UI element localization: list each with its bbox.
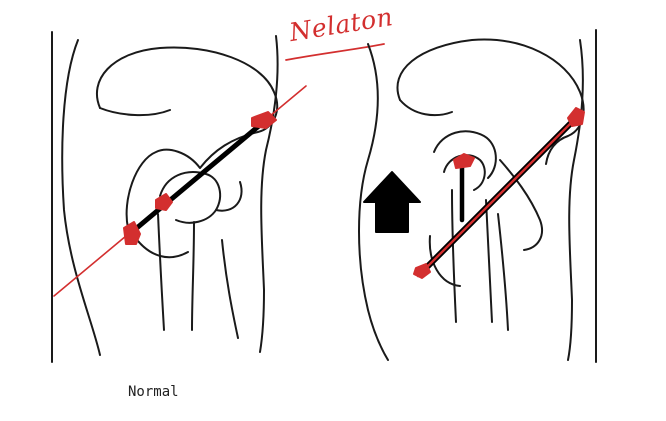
right-ilium-outline	[396, 38, 585, 165]
dislocated-hip-figure	[358, 29, 597, 363]
normal-caption: Normal	[128, 384, 179, 400]
right-ischium	[428, 235, 461, 287]
right-femoral-head	[443, 154, 486, 191]
left-inner-pelvis	[99, 107, 171, 117]
left-trochanter	[215, 181, 243, 212]
left-right-contour	[259, 35, 279, 353]
right-femur-lateral	[451, 189, 457, 323]
left-thigh-line	[221, 239, 239, 339]
right-ilium-inner	[499, 159, 543, 251]
right-trochanter-mark	[453, 153, 475, 169]
right-outer-contour	[358, 43, 389, 361]
left-ischial-tuberosity-mark	[123, 221, 141, 245]
left-nelaton-bold-segment	[129, 117, 269, 235]
left-femur-lateral	[157, 213, 165, 331]
left-ischium	[133, 235, 189, 259]
left-outer-contour	[61, 39, 101, 356]
left-ilium-outline	[95, 46, 279, 229]
annotation-underline	[285, 43, 385, 61]
right-acetabulum	[433, 130, 497, 179]
left-femoral-head	[159, 171, 222, 224]
right-asis-mark	[567, 107, 585, 127]
arrow-up-icon	[363, 171, 421, 233]
right-ischial-mark	[413, 263, 431, 279]
left-asis-mark	[251, 111, 277, 129]
normal-hip-figure	[51, 31, 307, 363]
left-trochanter-mark	[155, 193, 173, 211]
left-femur-medial	[191, 221, 195, 331]
right-shaft-line	[497, 213, 509, 331]
right-inner-pelvis	[399, 99, 453, 117]
right-nelaton-red	[416, 112, 582, 278]
right-right-contour	[567, 39, 584, 361]
right-femur-medial	[485, 199, 493, 323]
